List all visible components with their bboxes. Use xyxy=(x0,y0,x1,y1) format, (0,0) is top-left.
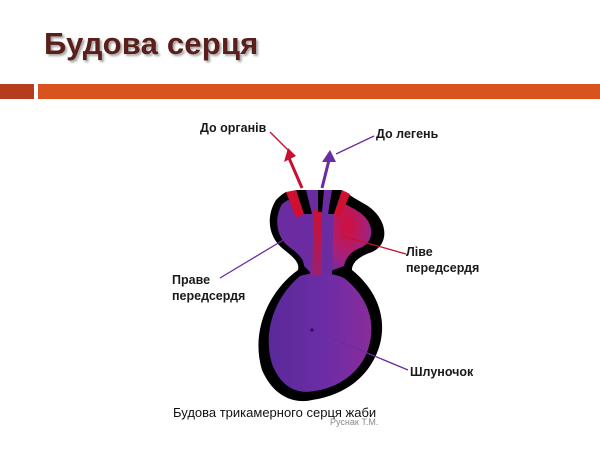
label-left-atrium-line1: Ліве xyxy=(406,245,433,259)
arrowhead-to-lungs xyxy=(322,150,336,162)
arterial-channel xyxy=(312,210,322,276)
leader-right-atrium xyxy=(219,235,291,279)
label-ventricle: Шлуночок xyxy=(410,365,474,379)
label-right-atrium-line1: Праве xyxy=(172,273,211,287)
label-left-atrium: Ліве передсердя xyxy=(406,244,479,276)
vessel-divider-left xyxy=(296,190,312,214)
label-right-atrium-line2: передсердя xyxy=(172,289,246,303)
label-to-lungs: До легень xyxy=(376,127,439,141)
diagram-caption: Будова трикамерного серця жаби xyxy=(173,405,377,420)
page-title: Будова серця xyxy=(44,26,259,61)
label-left-atrium-line2: передсердя xyxy=(406,261,480,275)
label-to-organs: До органів xyxy=(200,121,267,135)
arrow-to-lungs xyxy=(320,159,331,189)
right-atrium-chamber xyxy=(277,200,310,272)
leader-left-atrium xyxy=(341,235,407,255)
leader-to-lungs xyxy=(335,135,375,155)
vessel-divider-right xyxy=(328,190,342,214)
arrow-to-organs xyxy=(287,157,304,189)
arrowhead-to-organs xyxy=(284,148,296,162)
label-right-atrium: Праве передсердя xyxy=(172,272,245,304)
aorta-right-vessel xyxy=(334,190,350,218)
accent-bar-left xyxy=(0,84,34,99)
aorta-left-vessel xyxy=(286,190,304,218)
ventricle-chamber xyxy=(268,273,372,392)
vessel-divider-center xyxy=(318,190,324,212)
ventricle-point xyxy=(310,328,314,332)
leader-ventricle xyxy=(311,329,409,371)
accent-bar-right xyxy=(38,84,600,99)
leader-to-organs xyxy=(269,131,289,151)
left-atrium-chamber xyxy=(328,200,372,272)
author-credit: Руснак Т.М. xyxy=(330,417,379,427)
